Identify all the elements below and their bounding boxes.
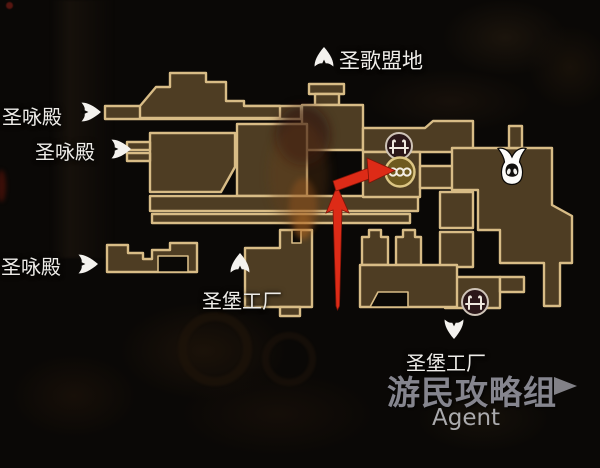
watermark-agent-label: Agent — [432, 405, 501, 431]
red-arrow-vertical — [325, 184, 350, 311]
bead-station-marker — [384, 156, 416, 188]
map-room — [438, 190, 475, 230]
map-room — [148, 131, 237, 194]
map-room — [360, 228, 390, 267]
bench-icon — [389, 139, 409, 154]
watermark-triangle-icon — [554, 377, 577, 395]
map-pointer-icon-up — [230, 253, 250, 274]
area-label-songclave: 圣歌盟地 — [339, 49, 423, 73]
map-pointer-icon-right — [77, 254, 98, 274]
map-room — [394, 228, 423, 267]
map-room — [278, 305, 302, 318]
map-room — [307, 82, 346, 96]
area-label-citadel-factory-lower: 圣堡工厂 — [406, 351, 486, 375]
player-position-hornet — [496, 147, 528, 186]
map-pointer-icon-up — [314, 47, 334, 68]
map-room — [450, 146, 574, 308]
area-label-citadel-factory-upper: 圣堡工厂 — [202, 289, 282, 313]
map-rooms — [103, 71, 574, 318]
map-room — [498, 275, 526, 294]
map-room — [243, 228, 314, 309]
area-label-choral-hall-bottom: 圣咏殿 — [1, 255, 61, 279]
bench-marker-lower — [461, 288, 489, 316]
map-pointer-icon-right — [80, 102, 101, 122]
background-emblem-art — [269, 105, 330, 240]
map-room — [438, 230, 475, 269]
red-arrow-to-station — [332, 157, 396, 192]
area-label-choral-hall-top: 圣咏殿 — [2, 105, 62, 129]
map-pointer-icon-down — [444, 318, 464, 339]
map-pointer-icon-right — [110, 139, 131, 159]
map-room — [125, 151, 152, 163]
map-room — [507, 124, 524, 150]
map-room — [313, 92, 341, 107]
watermark-brand: 游民攻略组 — [387, 373, 557, 412]
area-label-choral-hall-mid: 圣咏殿 — [35, 140, 95, 164]
bench-marker-upper — [385, 132, 413, 160]
bench-icon — [465, 295, 485, 310]
map-room — [138, 71, 282, 120]
